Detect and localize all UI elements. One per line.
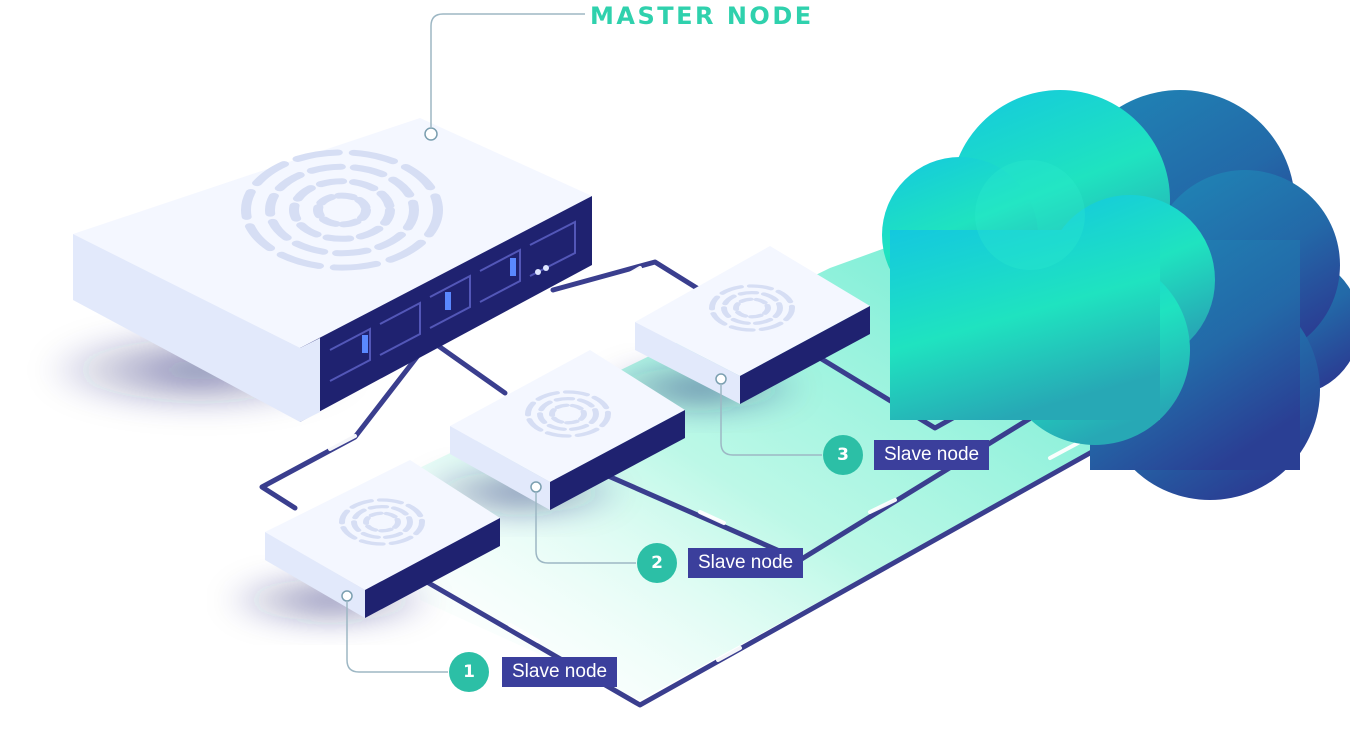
slave-callout-lines xyxy=(346,384,822,673)
cable-master-loop xyxy=(259,337,433,511)
slave-server-3 xyxy=(635,246,870,404)
master-callout-dot xyxy=(424,127,438,141)
cable-master-slave2 xyxy=(427,337,508,396)
slave-2-label: Slave node xyxy=(688,548,804,578)
slave-3-label: Slave node xyxy=(874,440,990,470)
slave-2-number-badge: 2 xyxy=(637,543,677,583)
slave-server-1 xyxy=(265,460,500,618)
master-server xyxy=(73,118,592,422)
cable-slave1-cloud xyxy=(417,422,1143,708)
fingerprint-icon xyxy=(241,149,443,271)
cable-master-upper xyxy=(550,259,703,293)
master-node-label: MASTER NODE xyxy=(590,2,814,30)
server-icon xyxy=(329,220,576,382)
slave-1-number-badge: 1 xyxy=(449,652,489,692)
cloud-icon xyxy=(882,90,1350,500)
slave-server-2 xyxy=(450,350,685,510)
slave-1-label: Slave node xyxy=(502,657,618,687)
slave-3-number-badge: 3 xyxy=(823,435,863,475)
master-callout-line xyxy=(430,13,585,128)
